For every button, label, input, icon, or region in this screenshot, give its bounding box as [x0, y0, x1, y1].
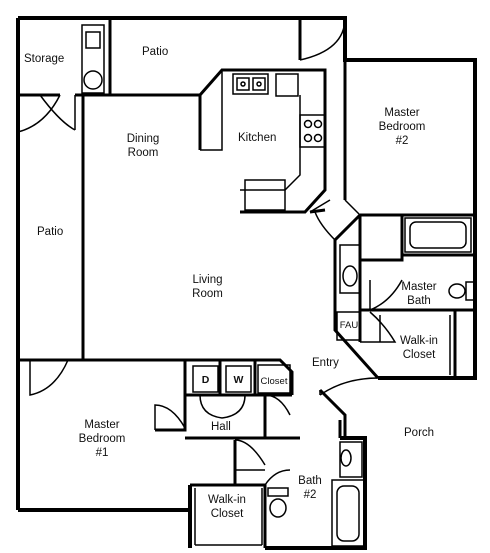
- fixtures: [81, 24, 475, 547]
- dining-room-label: Dining Room: [126, 133, 160, 159]
- bath-2-label: Bath #2: [298, 475, 322, 501]
- storage-label: Storage: [24, 53, 65, 65]
- fau-label: FAU: [339, 320, 359, 331]
- living-room-label: Living Room: [192, 274, 223, 300]
- master-bath-label: Master Bath: [401, 281, 437, 307]
- master-bedroom-1-label: Master Bedroom #1: [78, 419, 126, 459]
- patio-top-label: Patio: [142, 46, 169, 58]
- entry-label: Entry: [312, 357, 339, 369]
- walkin-closet-left-label: Walk-in Closet: [208, 494, 246, 520]
- hall-label: Hall: [211, 421, 231, 433]
- patio-left-label: Patio: [37, 226, 64, 238]
- interior-walls: [16, 18, 475, 548]
- master-bedroom-2-label: Master Bedroom #2: [378, 107, 426, 147]
- kitchen-label: Kitchen: [238, 132, 277, 144]
- hall-closet-label: Closet: [260, 376, 288, 387]
- dryer-label: D: [201, 374, 210, 386]
- doors: [17, 17, 403, 486]
- walkin-closet-right-label: Walk-in Closet: [400, 335, 438, 361]
- washer-label: W: [233, 374, 244, 386]
- porch-label: Porch: [404, 427, 435, 439]
